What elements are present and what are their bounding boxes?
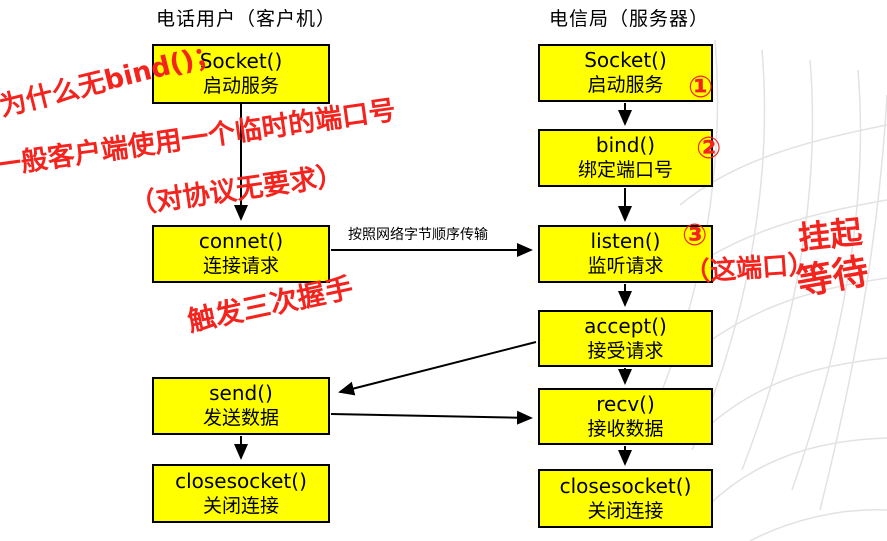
flow-box-client-closesocket: closesocket() 关闭连接 xyxy=(152,464,330,523)
flow-box-client-send: send() 发送数据 xyxy=(152,377,330,435)
box-description: 连接请求 xyxy=(202,256,279,277)
flow-box-server-listen: listen() 监听请求 xyxy=(538,225,713,283)
annotation-step-2: ② xyxy=(696,131,722,166)
box-function-name: listen() xyxy=(590,229,661,253)
box-description: 接受请求 xyxy=(587,340,664,362)
box-function-name: send() xyxy=(209,381,273,405)
flow-box-server-bind: bind() 绑定端口号 xyxy=(538,129,713,187)
flow-box-server-socket: Socket() 启动服务 xyxy=(538,44,713,102)
arrow-accept-to-send xyxy=(338,341,537,396)
box-description: 发送数据 xyxy=(202,408,279,429)
box-function-name: Socket() xyxy=(584,48,667,72)
annotation-step-1: ① xyxy=(688,70,714,105)
network-byte-order-label: 按照网络字节顺序传输 xyxy=(348,228,488,243)
flow-box-client-connect: connet() 连接请求 xyxy=(152,225,330,283)
box-description: 启动服务 xyxy=(587,75,664,96)
box-function-name: bind() xyxy=(595,133,656,157)
annotation-protocol-note: （对协议无要求） xyxy=(127,160,346,221)
box-description: 关闭连接 xyxy=(202,495,279,517)
box-description: 监听请求 xyxy=(587,256,664,277)
box-function-name: recv() xyxy=(596,391,655,416)
box-function-name: closesocket() xyxy=(559,473,692,498)
flow-box-server-accept: accept() 接受请求 xyxy=(538,310,713,367)
flow-box-client-socket: Socket() 启动服务 xyxy=(152,44,330,104)
flow-box-server-recv: recv() 接收数据 xyxy=(538,388,713,445)
annotation-wait: 等待 xyxy=(793,251,872,304)
box-function-name: connet() xyxy=(198,229,284,253)
server-column-title: 电信局（服务器） xyxy=(548,9,709,30)
annotation-step-3: ③ xyxy=(682,218,708,253)
box-description: 关闭连接 xyxy=(587,500,664,522)
box-description: 接收数据 xyxy=(587,418,664,440)
arrow-send-to-recv xyxy=(330,410,533,425)
flow-box-server-closesocket: closesocket() 关闭连接 xyxy=(538,469,713,528)
box-function-name: accept() xyxy=(584,313,667,338)
box-function-name: closesocket() xyxy=(175,468,307,493)
box-description: 绑定端口号 xyxy=(577,160,673,181)
box-description: 启动服务 xyxy=(202,76,279,97)
box-function-name: Socket() xyxy=(199,49,283,73)
client-column-title: 电话用户（客户机） xyxy=(155,9,336,30)
